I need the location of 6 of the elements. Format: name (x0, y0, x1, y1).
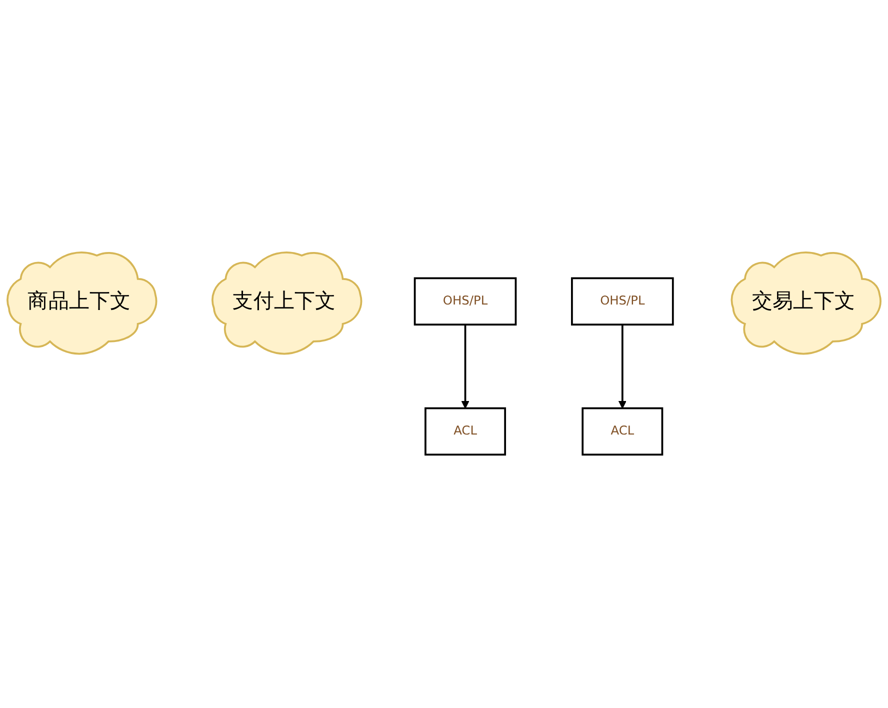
node-box: OHS/PL (571, 278, 674, 326)
arrow (461, 325, 470, 410)
arrow (618, 325, 627, 410)
node-box: ACL (424, 408, 506, 456)
node-box: OHS/PL (414, 278, 517, 326)
node-box: ACL (582, 408, 664, 456)
